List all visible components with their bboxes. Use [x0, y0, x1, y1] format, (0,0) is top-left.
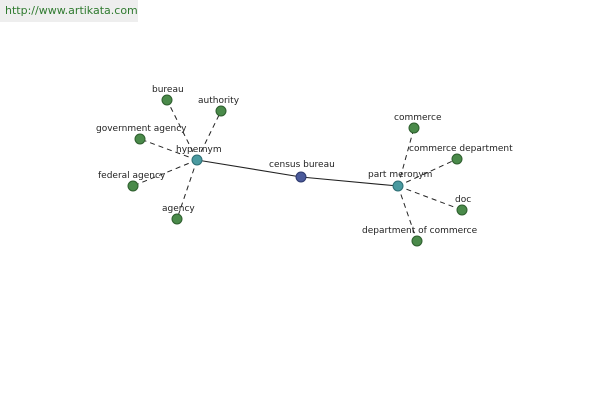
edge-hypernym-federal-agency — [132, 159, 198, 187]
node-bureau[interactable] — [161, 94, 173, 106]
edge-part-meronym-doc — [397, 185, 463, 211]
label-department-of-commerce: department of commerce — [362, 226, 478, 236]
node-authority[interactable] — [215, 105, 227, 117]
node-census-bureau[interactable] — [295, 171, 307, 183]
label-agency: agency — [162, 204, 195, 214]
label-bureau: bureau — [152, 85, 184, 95]
edge-part-meronym-department-of-commerce — [397, 185, 418, 242]
edge-hypernym-bureau — [166, 99, 198, 161]
edge-part-meronym-commerce-department — [397, 158, 458, 187]
node-department-of-commerce[interactable] — [411, 235, 423, 247]
label-doc: doc — [455, 195, 471, 205]
node-part-meronym[interactable] — [392, 180, 404, 192]
node-agency[interactable] — [171, 213, 183, 225]
node-commerce[interactable] — [408, 122, 420, 134]
node-hypernym[interactable] — [191, 154, 203, 166]
label-authority: authority — [198, 96, 240, 106]
watermark-url[interactable]: http://www.artikata.com — [0, 0, 138, 22]
label-federal-agency: federal agency — [98, 171, 166, 181]
edge-census-bureau-part-meronym — [300, 176, 399, 187]
edge-hypernym-agency — [176, 159, 198, 220]
edge-part-meronym-commerce — [397, 127, 415, 187]
node-government-agency[interactable] — [134, 133, 146, 145]
edge-hypernym-authority — [196, 110, 222, 161]
label-government-agency: government agency — [96, 124, 187, 134]
node-commerce-department[interactable] — [451, 153, 463, 165]
node-federal-agency[interactable] — [127, 180, 139, 192]
label-commerce-department: commerce department — [409, 144, 513, 154]
label-census-bureau: census bureau — [269, 160, 335, 170]
label-part-meronym: part meronym — [368, 170, 432, 180]
edge-hypernym-government-agency — [139, 138, 198, 161]
label-commerce: commerce — [394, 113, 442, 123]
label-hypernym: hypernym — [176, 145, 222, 155]
edge-hypernym-census-bureau — [196, 159, 302, 178]
node-doc[interactable] — [456, 204, 468, 216]
